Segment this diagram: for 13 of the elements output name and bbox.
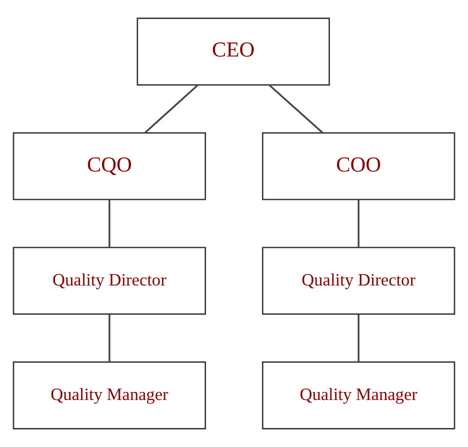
node-box: CQO xyxy=(12,132,206,200)
node-box: Quality Director xyxy=(262,246,456,315)
node-box: COO xyxy=(262,132,456,200)
connector xyxy=(144,84,198,134)
node-box: CEO xyxy=(136,18,330,86)
connector xyxy=(108,200,110,248)
node-box: Quality Manager xyxy=(262,361,456,430)
connector xyxy=(358,314,360,362)
node-box: Quality Manager xyxy=(12,361,206,430)
node-box: Quality Director xyxy=(12,246,206,315)
connector xyxy=(268,84,324,134)
connector xyxy=(358,200,360,248)
connector xyxy=(108,314,110,362)
